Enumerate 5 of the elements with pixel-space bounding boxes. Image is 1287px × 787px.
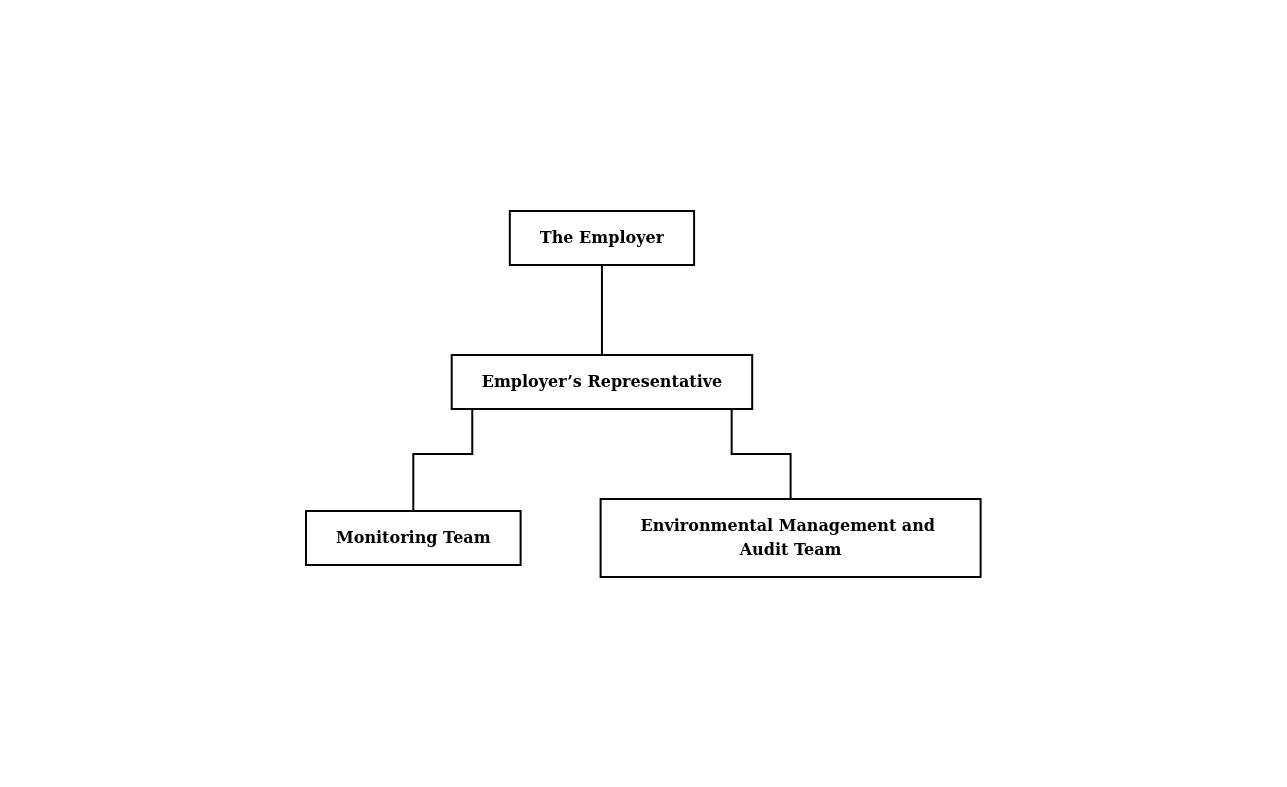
node-box: Monitoring Team: [305, 509, 522, 566]
connector: [601, 263, 604, 356]
node-box: Employer’s Representative: [450, 353, 754, 410]
node-box: The Employer: [509, 209, 696, 266]
node-box: Environmental Management and Audit Team: [599, 497, 982, 578]
